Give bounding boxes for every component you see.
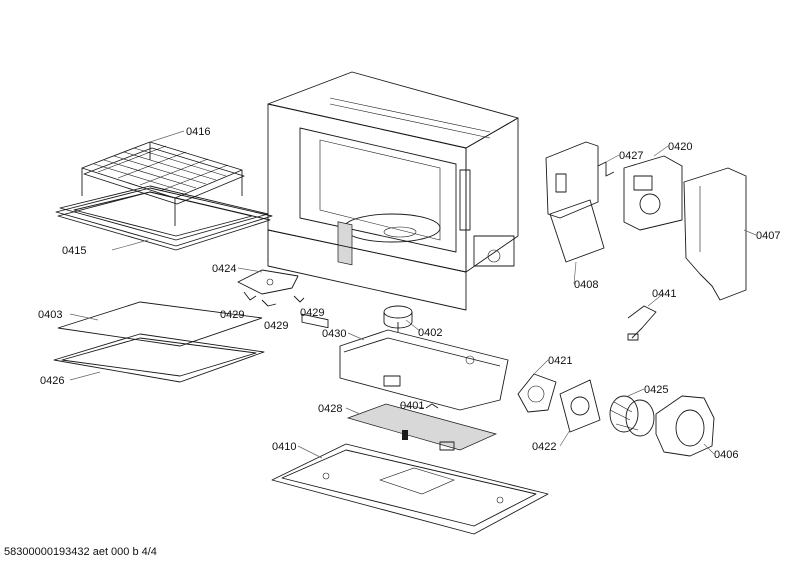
baking-tray-drawing <box>55 185 273 251</box>
label-0430: 0430 <box>322 328 346 340</box>
leader-lines <box>69 130 757 459</box>
label-0429-c: 0429 <box>300 307 324 319</box>
label-0401: 0401 <box>400 400 424 412</box>
label-0441: 0441 <box>652 288 676 300</box>
label-0426: 0426 <box>40 375 64 387</box>
label-0403: 0403 <box>38 309 62 321</box>
scroll-housing-drawing <box>655 395 715 457</box>
glass-plate-drawing <box>57 301 263 347</box>
label-0420: 0420 <box>668 141 692 153</box>
wire-rack-drawing <box>81 141 245 226</box>
fan-motor-drawing <box>517 373 557 413</box>
clip-drawing <box>597 161 615 177</box>
document-id-footer: 58300000193432 aet 000 b 4/4 <box>4 546 157 558</box>
label-0425: 0425 <box>644 384 668 396</box>
oven-cavity-drawing <box>267 71 519 329</box>
wire-harness-drawing <box>627 305 657 341</box>
stirrer-motor-drawing <box>383 305 413 332</box>
label-0429-a: 0429 <box>220 309 244 321</box>
relay-box-drawing <box>545 141 605 263</box>
label-0406: 0406 <box>714 449 738 461</box>
label-0421: 0421 <box>548 355 572 367</box>
label-0429-b: 0429 <box>264 320 288 332</box>
fan-wheel-drawing <box>609 395 655 437</box>
seal-frame-drawing <box>53 333 265 383</box>
mode-stirrer-bracket-drawing <box>237 269 305 307</box>
label-0407: 0407 <box>756 230 780 242</box>
fan-module-drawing <box>623 155 683 231</box>
air-duct-drawing <box>683 167 747 301</box>
label-0427: 0427 <box>619 150 643 162</box>
waveguide-cover-drawing <box>339 329 509 411</box>
label-0402: 0402 <box>418 327 442 339</box>
label-0422: 0422 <box>532 441 556 453</box>
label-0410: 0410 <box>272 441 296 453</box>
label-0415: 0415 <box>62 245 86 257</box>
label-0416: 0416 <box>186 126 210 138</box>
part-labels: 0416 0415 0424 0429 0429 0429 0403 0426 … <box>38 126 780 461</box>
motor-plate-drawing <box>559 379 601 433</box>
control-board-drawing <box>346 403 498 451</box>
label-0424: 0424 <box>212 263 236 275</box>
base-plate-drawing <box>271 443 549 535</box>
label-0428: 0428 <box>318 403 342 415</box>
label-0408: 0408 <box>574 279 598 291</box>
